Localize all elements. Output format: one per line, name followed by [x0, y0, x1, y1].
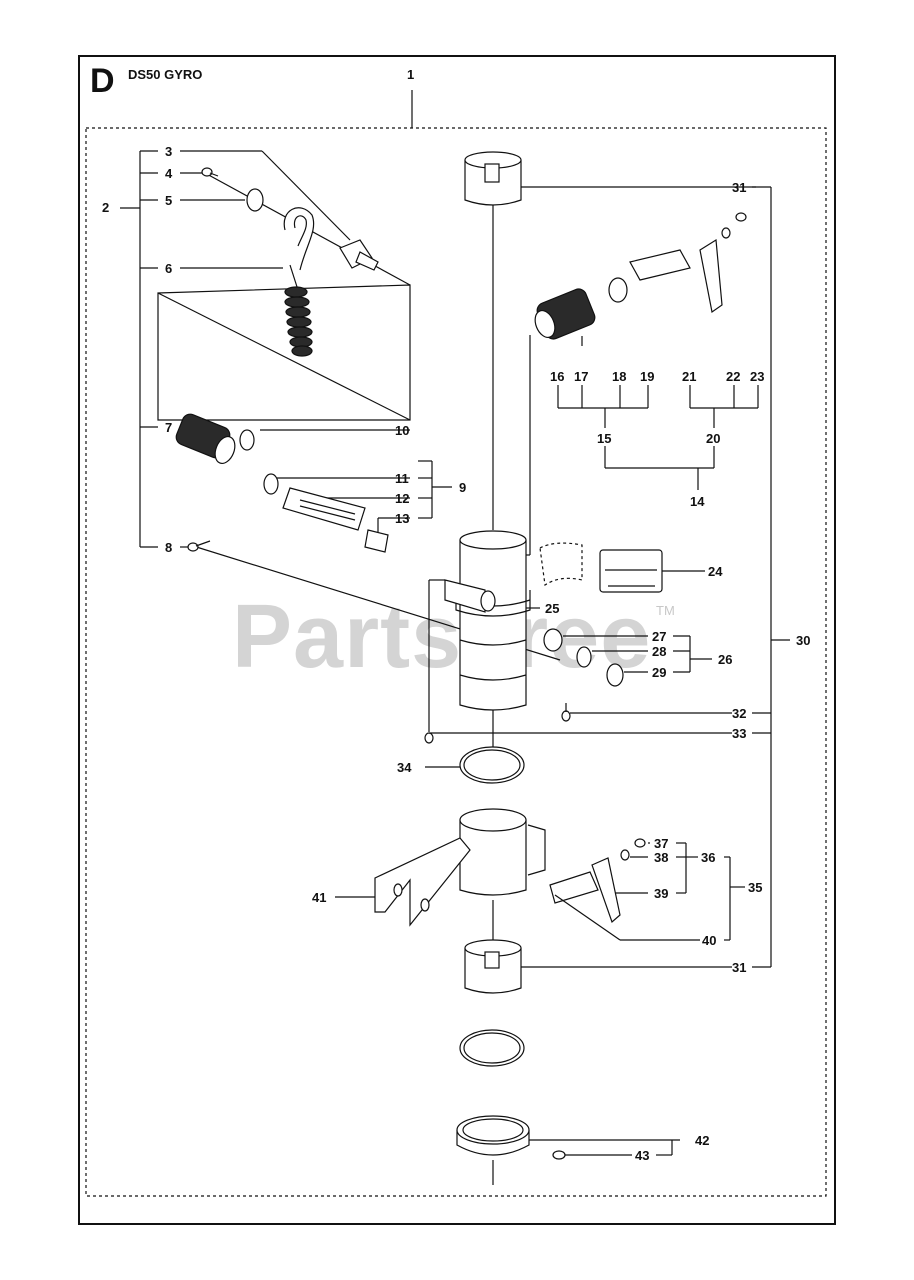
clamp-31-bottom	[464, 939, 522, 994]
screw-23	[735, 212, 747, 222]
callout-43: 43	[635, 1148, 649, 1163]
clamp-31-top	[464, 151, 522, 206]
callout-22: 22	[726, 369, 740, 384]
bracket-30	[429, 186, 790, 968]
collar-42	[456, 1115, 566, 1160]
callout-24: 24	[708, 564, 723, 579]
watermark-tm: TM	[656, 603, 675, 618]
callout-42: 42	[695, 1133, 709, 1148]
bushing-27	[543, 628, 563, 652]
screw-4	[201, 167, 219, 177]
callout-16: 16	[550, 369, 564, 384]
section-title: DS50 GYRO	[128, 67, 203, 82]
right-leaders	[335, 570, 745, 1156]
bushing-13	[364, 529, 389, 553]
bracket-9	[418, 460, 452, 519]
callout-17: 17	[574, 369, 588, 384]
bracket-15-20-14	[557, 385, 759, 490]
callout-26: 26	[718, 652, 732, 667]
bolt-3	[339, 239, 379, 271]
callout-4: 4	[165, 166, 173, 181]
bracket-41	[374, 808, 546, 927]
screw-32	[561, 703, 571, 722]
callout-36: 36	[701, 850, 715, 865]
callout-28: 28	[652, 644, 666, 659]
watermark: PartsTree	[232, 587, 652, 687]
callout-2: 2	[102, 200, 109, 215]
callout-20: 20	[706, 431, 720, 446]
label-24	[539, 542, 663, 593]
callout-labels: 1 2 3 4 5 6 7 8 9 10 11 12 13 14 15 16 1…	[102, 67, 810, 1163]
washer-5	[246, 188, 264, 212]
screw-33	[424, 579, 445, 744]
handle-group-outline	[157, 284, 411, 421]
callout-25: 25	[545, 601, 559, 616]
callout-1: 1	[407, 67, 414, 82]
callout-31-top: 31	[732, 180, 746, 195]
callout-27: 27	[652, 629, 666, 644]
diagram-frame	[78, 55, 836, 1225]
callout-29: 29	[652, 665, 666, 680]
section-letter: D	[90, 62, 115, 100]
lever-21	[699, 238, 723, 314]
handle-group-diagonal	[157, 292, 411, 421]
callout-12: 12	[395, 491, 409, 506]
circlip-29	[606, 663, 624, 687]
sleeve-7	[175, 413, 236, 465]
callout-39: 39	[654, 886, 668, 901]
callout-13: 13	[395, 511, 409, 526]
callout-32: 32	[732, 706, 746, 721]
lever-36	[549, 838, 700, 941]
shaft-19	[629, 249, 691, 281]
spring-18	[608, 277, 628, 303]
callout-7: 7	[165, 420, 172, 435]
knob-16	[534, 288, 596, 340]
callout-41: 41	[312, 890, 326, 905]
tube-25	[444, 530, 531, 711]
callout-30: 30	[796, 633, 810, 648]
ring-10	[239, 429, 255, 451]
callout-34: 34	[397, 760, 412, 775]
callout-15: 15	[597, 431, 611, 446]
callout-21: 21	[682, 369, 696, 384]
oring-34-inner	[463, 749, 521, 781]
callout-10: 10	[395, 423, 409, 438]
callout-19: 19	[640, 369, 654, 384]
ring-28	[576, 646, 592, 668]
callout-9: 9	[459, 480, 466, 495]
screw-8	[187, 540, 211, 552]
callout-37: 37	[654, 836, 668, 851]
callout-40: 40	[702, 933, 716, 948]
callout-38: 38	[654, 850, 668, 865]
callout-23: 23	[750, 369, 764, 384]
ring-11	[263, 473, 279, 495]
oring-lower-inner	[463, 1032, 521, 1064]
callout-11: 11	[395, 471, 409, 486]
callout-35: 35	[748, 880, 762, 895]
oring-lower	[459, 1029, 525, 1067]
oring-34	[459, 746, 525, 784]
callout-18: 18	[612, 369, 626, 384]
callout-33: 33	[732, 726, 746, 741]
grip-6	[283, 207, 315, 357]
shaft-12	[282, 487, 366, 531]
callout-5: 5	[165, 193, 172, 208]
callout-3: 3	[165, 144, 172, 159]
callout-31-bottom: 31	[732, 960, 746, 975]
callout-14: 14	[690, 494, 705, 509]
callout-8: 8	[165, 540, 172, 555]
spring-22	[721, 227, 731, 239]
assembly-boundary	[85, 127, 827, 1197]
callout-6: 6	[165, 261, 172, 276]
bracket-2	[120, 150, 158, 548]
